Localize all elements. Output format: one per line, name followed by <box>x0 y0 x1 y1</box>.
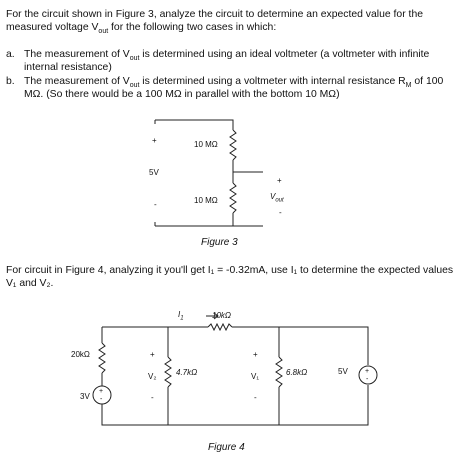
fig4-intro-line-2: V₁ and V₂. <box>6 278 54 289</box>
case-b-line-1: The measurement of Vout is determined us… <box>24 75 443 92</box>
figure3-circuit <box>154 119 263 227</box>
intro-text-b: for the following two cases in which: <box>108 22 277 33</box>
case-a-sub: out <box>129 55 140 63</box>
case-a-marker: a. <box>6 49 15 60</box>
fig4-source-5v-plus: + <box>365 368 370 375</box>
case-a-text-b: is determined using an ideal voltmeter (… <box>139 49 430 60</box>
fig4-v1-plus: + <box>253 350 258 359</box>
intro-sub: out <box>98 28 109 36</box>
fig3-resistor-bottom <box>229 182 237 214</box>
fig3-source-label: 5V <box>149 168 159 177</box>
fig4-v2-plus: + <box>150 350 155 359</box>
case-b-text-c: of 100 <box>411 76 444 87</box>
fig4-v2-label: V₂ <box>148 372 157 381</box>
fig4-current-label: I1 <box>178 310 184 324</box>
case-a-line-1: The measurement of Vout is determined us… <box>24 48 429 65</box>
fig4-source-5v-minus: - <box>366 376 369 383</box>
fig4-source-5v-label: 5V <box>338 367 348 376</box>
fig4-top-wire-right <box>232 326 369 365</box>
fig4-resistor-left-label: 20kΩ <box>71 350 90 359</box>
fig3-plus-sign: + <box>152 136 157 145</box>
fig3-vout-v: V <box>270 192 276 201</box>
fig4-current-sub: 1 <box>180 315 184 322</box>
fig3-resistor-bottom-label: 10 MΩ <box>194 196 218 205</box>
case-b-marker: b. <box>6 76 15 87</box>
fig4-resistor-top <box>207 322 233 332</box>
intro-text-a: measured voltage V <box>6 22 99 33</box>
fig3-bottom-wire <box>155 213 263 227</box>
fig4-bottom-wire <box>101 385 369 426</box>
fig4-v2-minus: - <box>151 393 154 402</box>
case-b-sub-m: M <box>405 82 412 90</box>
fig4-v1-label: V₁ <box>251 372 260 381</box>
fig3-minus-sign: - <box>154 200 157 209</box>
case-b-text-b: is determined using a voltmeter with int… <box>139 76 406 87</box>
case-a-line-2: internal resistance) <box>24 62 112 73</box>
fig3-resistor-top-label: 10 MΩ <box>194 140 218 149</box>
fig4-resistor-middle <box>164 356 172 388</box>
fig4-current-arrow-head <box>213 312 219 320</box>
fig4-current-i: I <box>178 310 181 319</box>
fig3-resistor-top <box>229 129 237 161</box>
intro-line-2: measured voltage Vout for the following … <box>6 21 276 38</box>
case-b-line-2: MΩ. (So there would be a 100 MΩ in paral… <box>24 89 340 100</box>
fig4-resistor-right-label: 6.8kΩ <box>286 368 308 377</box>
case-b-sub: out <box>129 82 140 90</box>
fig4-resistor-left <box>98 342 106 374</box>
fig3-mid-wire <box>232 160 263 183</box>
fig3-vout-label: Vout <box>270 192 284 206</box>
fig4-resistor-right <box>275 356 283 388</box>
fig4-source-3v-plus: + <box>99 388 104 395</box>
fig3-top-wire <box>155 119 234 130</box>
intro-line-1: For the circuit shown in Figure 3, analy… <box>6 9 423 20</box>
fig3-vout-plus: + <box>277 176 282 185</box>
fig4-resistor-middle-label: 4.7kΩ <box>176 368 198 377</box>
case-a-text-a: The measurement of V <box>24 49 130 60</box>
fig4-resistor-top-label: 10kΩ <box>212 311 231 320</box>
fig3-vout-minus: - <box>279 208 282 217</box>
fig4-source-3v-minus: - <box>100 396 103 403</box>
fig4-intro-line-1: For circuit in Figure 4, analyzing it yo… <box>6 265 454 276</box>
figure4-caption: Figure 4 <box>208 442 245 453</box>
figure3-caption: Figure 3 <box>201 237 238 248</box>
figure4-circuit <box>92 312 378 426</box>
fig4-source-5v <box>358 365 378 385</box>
fig4-v1-minus: - <box>254 393 257 402</box>
case-b-text-a: The measurement of V <box>24 76 130 87</box>
fig3-vout-sub: out <box>275 197 284 204</box>
fig4-source-3v-label: 3V <box>80 392 90 401</box>
